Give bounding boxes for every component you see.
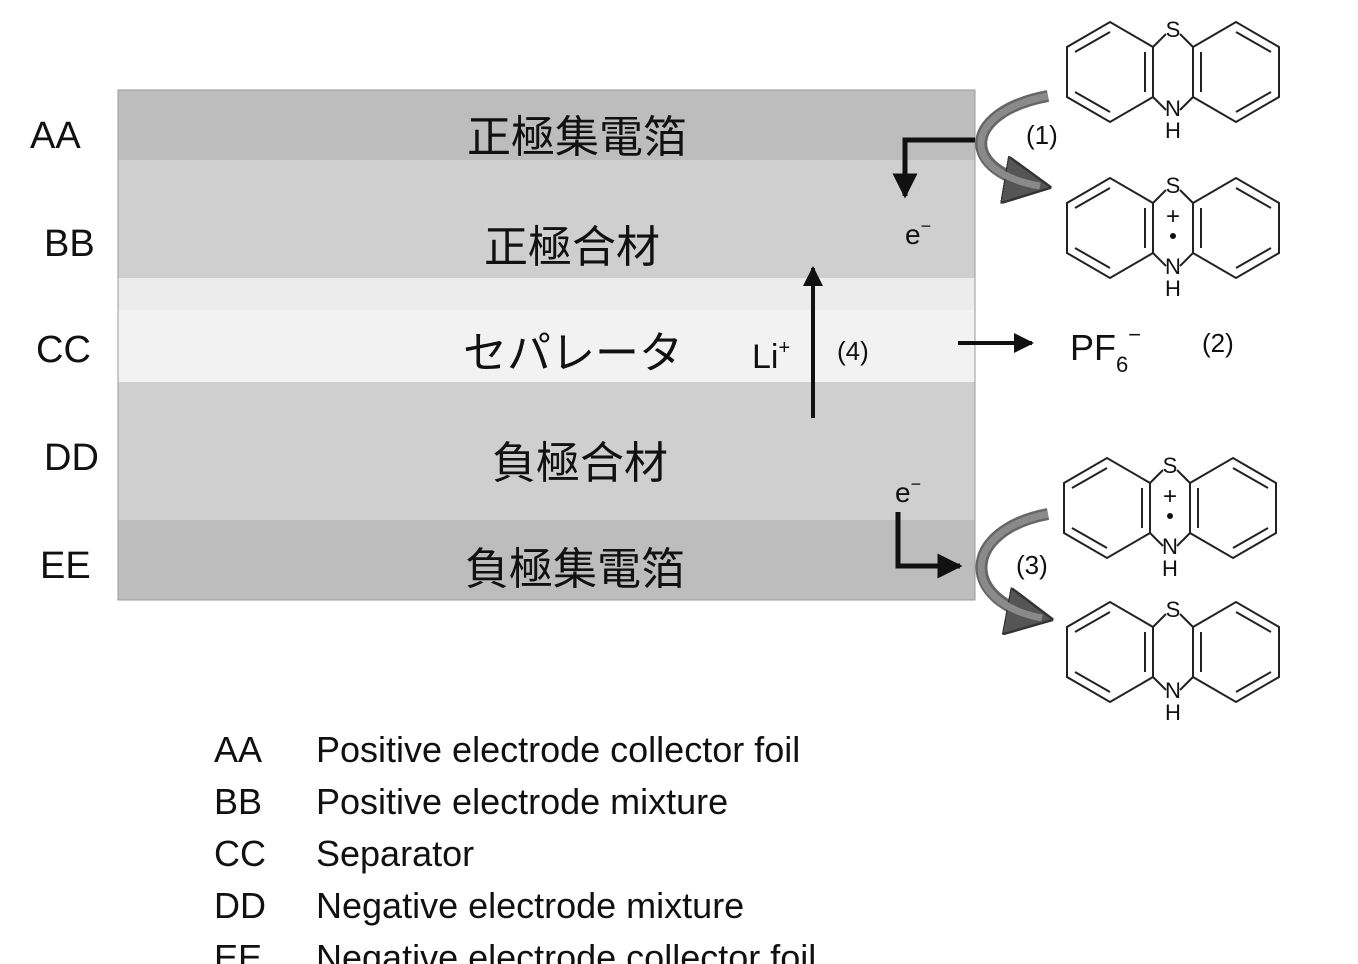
legend-text-bb: Positive electrode mixture (316, 781, 728, 822)
hydrogen-atom-label: H (1162, 556, 1178, 581)
row-code-dd: DD (44, 437, 99, 479)
layer-bb-light-strip (118, 278, 975, 310)
legend-code-bb: BB (214, 781, 262, 822)
legend-code-dd: DD (214, 885, 266, 926)
phenothiazine-neutral-bottom: S N H (1067, 597, 1279, 725)
hydrogen-atom-label: H (1165, 700, 1181, 725)
pf6-anion-label: PF6− (1070, 322, 1141, 377)
legend-text-dd: Negative electrode mixture (316, 885, 744, 926)
phenothiazine-radical-cation-top: S + N H (1067, 173, 1279, 301)
row-code-bb: BB (44, 223, 95, 265)
legend-code-ee: EE (214, 937, 262, 964)
step-3-label: (3) (1016, 550, 1048, 580)
row-code-cc: CC (36, 329, 91, 371)
hydrogen-atom-label: H (1165, 276, 1181, 301)
legend-text-ee: Negative electrode collector foil (316, 937, 816, 964)
legend-text-cc: Separator (316, 833, 474, 874)
legend-code-cc: CC (214, 833, 266, 874)
layer-dd-label: 負極合材 (492, 438, 668, 489)
layer-cc-label: セパレータ (463, 328, 683, 379)
legend-code-aa: AA (214, 729, 262, 770)
legend-text-aa: Positive electrode collector foil (316, 729, 800, 770)
row-code-aa: AA (30, 115, 81, 157)
sulfur-atom-label: S (1166, 173, 1181, 198)
layer-ee-label: 負極集電箔 (465, 544, 685, 595)
step-4-label: (4) (837, 336, 869, 366)
phenothiazine-radical-cation-bottom: S + N H (1064, 453, 1276, 581)
radical-dot (1167, 513, 1173, 519)
sulfur-atom-label: S (1166, 17, 1181, 42)
radical-dot (1170, 233, 1176, 239)
phenothiazine-neutral-top: S N H (1067, 17, 1279, 143)
step-1-label: (1) (1026, 120, 1058, 150)
radical-plus-sign: + (1163, 483, 1177, 510)
sulfur-atom-label: S (1163, 453, 1178, 478)
step-2-label: (2) (1202, 328, 1234, 358)
legend: AA Positive electrode collector foil BB … (214, 729, 816, 964)
layer-aa-label: 正極集電箔 (467, 112, 687, 163)
radical-plus-sign: + (1166, 203, 1180, 230)
sulfur-atom-label: S (1166, 597, 1181, 622)
hydrogen-atom-label: H (1165, 118, 1181, 143)
layer-bb-label: 正極合材 (484, 222, 660, 273)
row-code-ee: EE (40, 545, 91, 587)
